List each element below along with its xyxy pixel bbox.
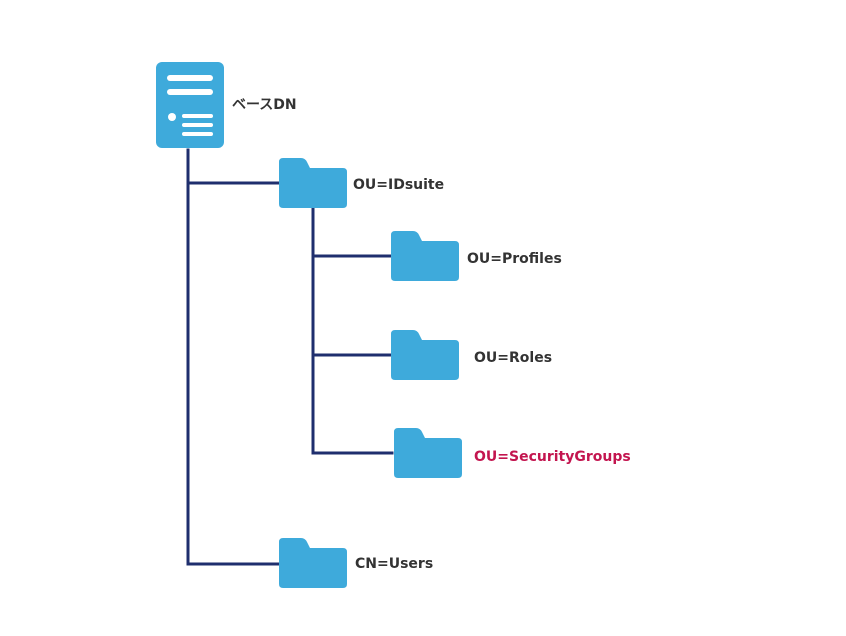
server-icon xyxy=(156,62,224,148)
folder-icon xyxy=(394,428,462,478)
node-label-ou-roles: OU=Roles xyxy=(474,350,553,366)
folder-icon xyxy=(391,330,459,380)
node-label-ou-securitygroups: OU=SecurityGroups xyxy=(474,449,631,465)
connector-lines xyxy=(186,148,394,566)
folder-icon xyxy=(391,231,459,281)
node-label-cn-users: CN=Users xyxy=(355,556,434,572)
node-label-base-dn: ベースDN xyxy=(232,97,297,113)
node-label-ou-profiles: OU=Profiles xyxy=(467,251,562,267)
folder-icon xyxy=(279,538,347,588)
folder-icon xyxy=(279,158,347,208)
node-label-ou-idsuite: OU=IDsuite xyxy=(353,177,445,193)
